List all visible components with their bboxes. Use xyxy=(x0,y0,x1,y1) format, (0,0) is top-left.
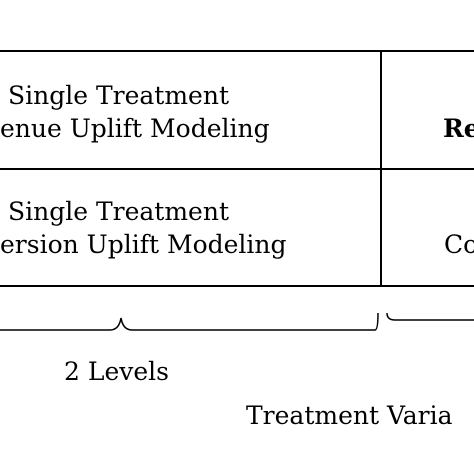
row2-subtitle: ersion Uplift Modeling xyxy=(0,230,287,259)
levels-bracket xyxy=(0,312,379,331)
row1-right-label: Re xyxy=(443,114,474,143)
row1-subtitle: enue Uplift Modeling xyxy=(0,114,270,143)
treatment-variable-label: Treatment Varia xyxy=(246,401,453,430)
second-bracket xyxy=(386,312,474,321)
row2-title: Single Treatment xyxy=(8,197,229,226)
row1-title: Single Treatment xyxy=(8,81,229,110)
row2-right-label: Co xyxy=(444,230,474,259)
levels-label: 2 Levels xyxy=(64,357,169,386)
